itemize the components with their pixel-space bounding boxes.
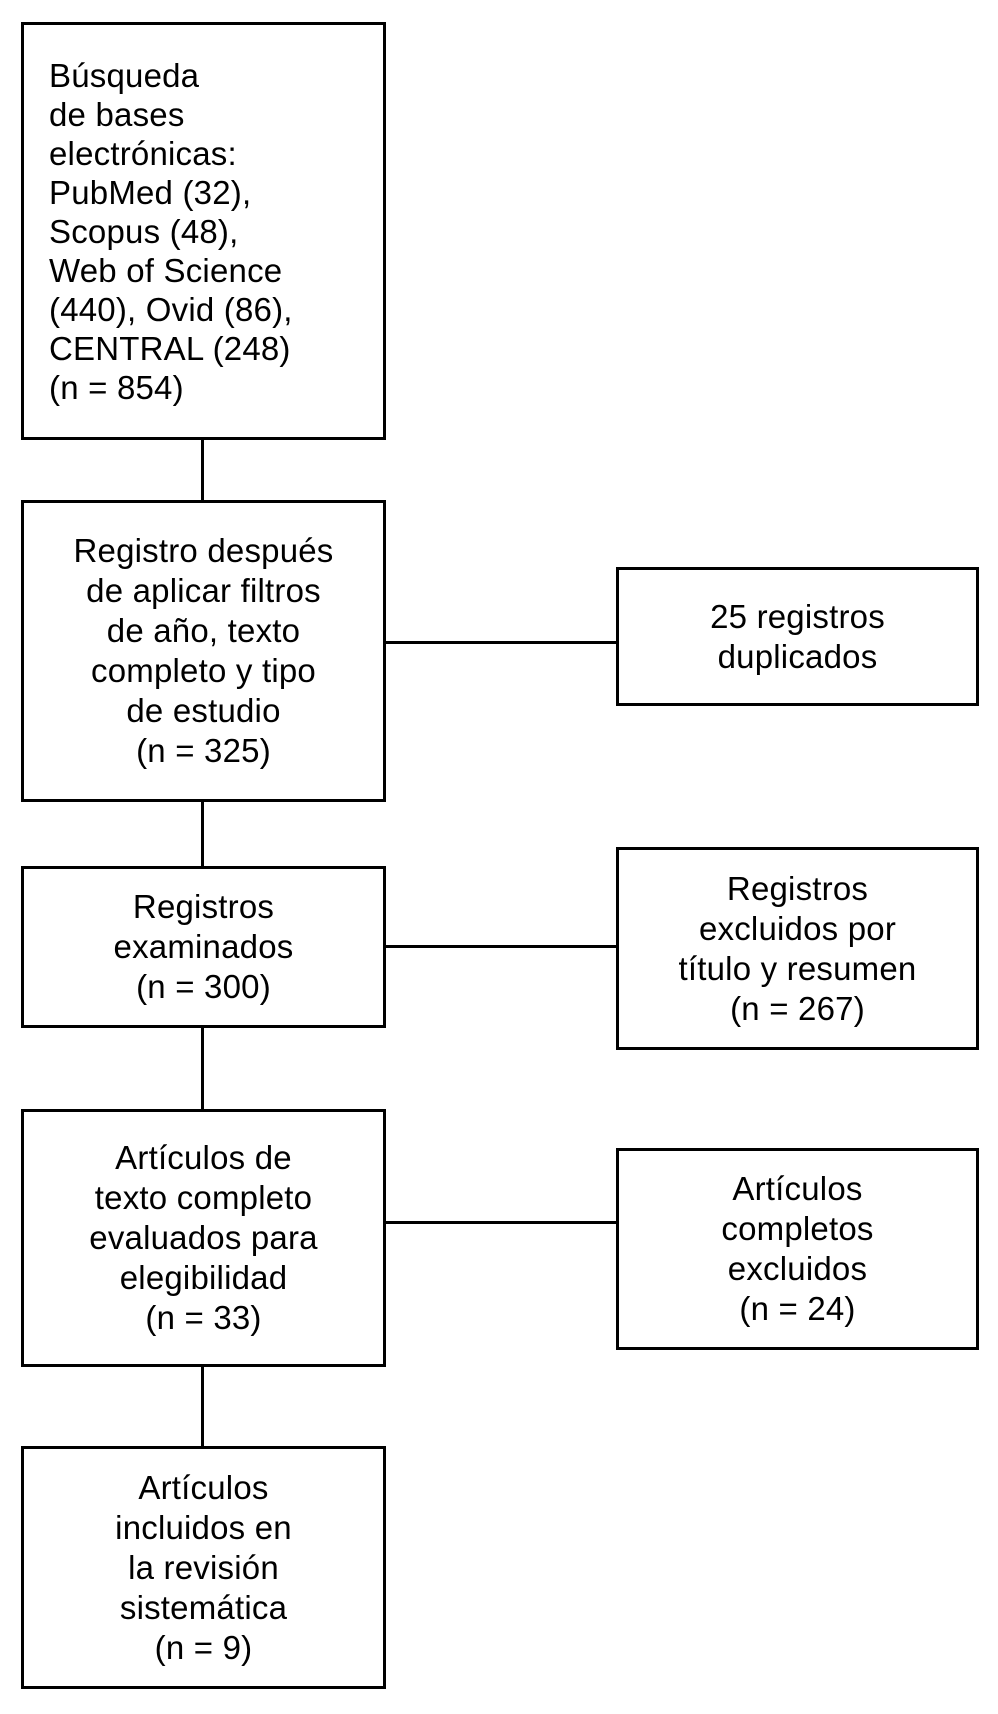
text-line: la revisión (128, 1548, 279, 1586)
text-line: de estudio (126, 692, 281, 729)
text-line: (440), Ovid (86), (49, 290, 293, 328)
connector-vertical-1 (201, 440, 204, 500)
text-line: (n = 9) (154, 1628, 253, 1666)
connector-horizontal-2 (386, 945, 616, 948)
connector-vertical-3 (201, 1028, 204, 1109)
text-line: evaluados para (89, 1219, 318, 1256)
box-registro-despues-filtros: Registro después de aplicar filtros de a… (21, 500, 386, 802)
text-line: completos (721, 1210, 874, 1247)
connector-horizontal-3 (386, 1221, 616, 1224)
box-articulos-incluidos-revision: Artículos incluidos en la revisión siste… (21, 1446, 386, 1689)
text-line: PubMed (32), (49, 173, 252, 211)
text-line: de bases (49, 95, 185, 133)
text-line: (n = 325) (136, 732, 271, 769)
box-busqueda-bases-electronicas: Búsqueda de bases electrónicas: PubMed (… (21, 22, 386, 440)
text-line: electrónicas: (49, 134, 237, 172)
text-line: (n = 854) (49, 368, 184, 406)
text-line: de aplicar filtros (86, 572, 321, 609)
connector-horizontal-1 (386, 641, 616, 644)
text-line: Registro después (73, 532, 334, 569)
text-line: CENTRAL (248) (49, 329, 291, 367)
text-line: 25 registros (710, 597, 885, 635)
text-line: sistemática (119, 1588, 288, 1626)
text-line: elegibilidad (119, 1259, 288, 1296)
box-articulos-completos-excluidos: Artículos completos excluidos (n = 24) (616, 1148, 979, 1350)
box-registros-examinados: Registros examinados (n = 300) (21, 866, 386, 1028)
text-line: examinados (113, 928, 294, 965)
text-line: (n = 267) (730, 989, 865, 1027)
text-line: Registros (132, 888, 275, 925)
text-line: Artículos de (115, 1139, 292, 1176)
text-line: Web of Science (49, 251, 283, 289)
text-line: excluidos (727, 1250, 868, 1287)
text-line: (n = 33) (145, 1299, 262, 1336)
connector-vertical-4 (201, 1367, 204, 1446)
box-registros-excluidos-titulo-resumen: Registros excluidos por título y resumen… (616, 847, 979, 1050)
text-line: Registros (726, 869, 869, 907)
text-line: Artículos (732, 1170, 863, 1207)
text-line: completo y tipo (91, 652, 316, 689)
text-line: (n = 300) (136, 968, 271, 1005)
text-line: texto completo (94, 1179, 313, 1216)
text-line: duplicados (717, 637, 878, 675)
text-line: de año, texto (106, 612, 301, 649)
text-line: Scopus (48), (49, 212, 239, 250)
connector-vertical-2 (201, 802, 204, 866)
text-line: (n = 24) (739, 1290, 856, 1327)
box-registros-duplicados: 25 registros duplicados (616, 567, 979, 706)
text-line: incluidos en (115, 1508, 292, 1546)
text-line: Artículos (138, 1468, 269, 1506)
text-line: Búsqueda (49, 56, 200, 94)
box-articulos-texto-completo-evaluados: Artículos de texto completo evaluados pa… (21, 1109, 386, 1367)
text-line: título y resumen (678, 949, 917, 987)
text-line: excluidos por (698, 909, 897, 947)
